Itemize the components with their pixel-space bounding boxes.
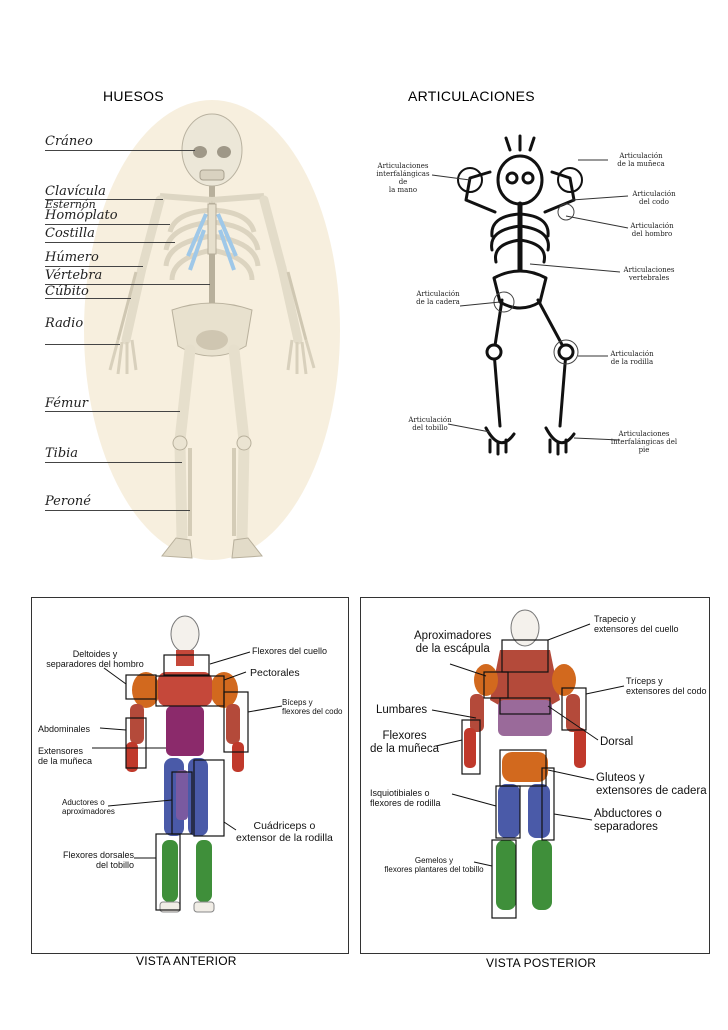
bone-leader-craneo [45, 150, 195, 151]
bone-label-vertebra: Vértebra [45, 268, 103, 283]
bone-label-cubito: Cúbito [45, 284, 89, 299]
posterior-label-scapula-adductors: Aproximadores de la escápula [414, 630, 492, 655]
joint-label-finger-joints-foot: Articulaciones interfalángicas del pie [610, 430, 678, 454]
bone-label-radio: Radio [45, 316, 84, 331]
joint-label-vertebral: Articulaciones vertebrales [623, 266, 675, 282]
anterior-label-adductors: Aductores o aproximadores [62, 798, 115, 816]
posterior-label-trapezius: Trapecio y extensores del cuello [594, 614, 679, 634]
posterior-label-triceps: Tríceps y extensores del codo [626, 676, 707, 696]
joints-heading: ARTICULACIONES [408, 88, 535, 104]
bone-leader-cubito [45, 298, 131, 299]
joint-label-finger-joints-hand: Articulaciones interfalángicas de la man… [376, 162, 430, 194]
bone-label-clavicula: Clavícula [45, 184, 106, 199]
posterior-label-hamstrings: Isquiotibiales o flexores de rodilla [370, 788, 441, 808]
anterior-label-ankle-dorsiflexors: Flexores dorsales del tobillo [62, 850, 134, 870]
bone-label-costilla: Costilla [45, 226, 95, 241]
posterior-label-wrist-flexors: Flexores de la muñeca [370, 730, 440, 755]
bone-leader-vertebra [45, 284, 210, 285]
bone-label-humero: Húmero [45, 250, 99, 265]
bone-leader-tibia [45, 462, 182, 463]
joint-label-hip: Articulación de la cadera [416, 290, 460, 306]
bone-label-perone: Peroné [45, 494, 91, 509]
bone-leader-homoplato [45, 224, 170, 225]
posterior-label-abductors: Abductores o separadores [594, 808, 662, 833]
bone-label-craneo: Cráneo [45, 134, 93, 149]
bone-leader-clavicula [45, 199, 163, 200]
posterior-label-dorsal: Dorsal [600, 736, 634, 748]
bone-label-tibia: Tibia [45, 446, 79, 461]
joint-label-ankle: Articulación del tobillo [408, 416, 452, 432]
bone-leader-femur [45, 411, 180, 412]
joint-label-wrist: Articulación de la muñeca [617, 152, 665, 168]
anterior-label-neck-flexors: Flexores del cuello [252, 646, 328, 656]
posterior-label-glutes: Gluteos y extensores de cadera [596, 772, 707, 797]
bone-label-esternon: Esternón [45, 198, 96, 211]
joint-label-shoulder: Articulación del hombro [630, 222, 674, 238]
posterior-label-lumbar: Lumbares [376, 704, 428, 716]
bone-label-homoplato: Homóplato [45, 208, 118, 223]
anterior-caption: VISTA ANTERIOR [136, 954, 237, 968]
anterior-label-pectorals: Pectorales [250, 667, 300, 679]
bone-leader-perone [45, 510, 190, 511]
joint-label-elbow: Articulación del codo [632, 190, 676, 206]
anterior-label-wrist-extensors: Extensores de la muñeca [38, 746, 93, 766]
anterior-label-quadriceps: Cuádriceps o extensor de la rodilla [236, 820, 333, 844]
bone-leader-costilla [45, 242, 175, 243]
bone-leader-radio [45, 344, 120, 345]
bones-heading: HUESOS [103, 88, 164, 104]
anterior-label-abdominals: Abdominales [38, 724, 91, 734]
joint-label-knee: Articulación de la rodilla [610, 350, 654, 366]
bone-label-femur: Fémur [45, 396, 88, 411]
posterior-label-calves: Gemelos y flexores plantares del tobillo [384, 856, 484, 874]
anterior-label-deltoids: Deltoides y separadores del hombro [46, 649, 144, 669]
bone-leader-humero [45, 266, 143, 267]
anterior-label-biceps: Bíceps y flexores del codo [282, 698, 343, 716]
posterior-caption: VISTA POSTERIOR [486, 956, 597, 970]
